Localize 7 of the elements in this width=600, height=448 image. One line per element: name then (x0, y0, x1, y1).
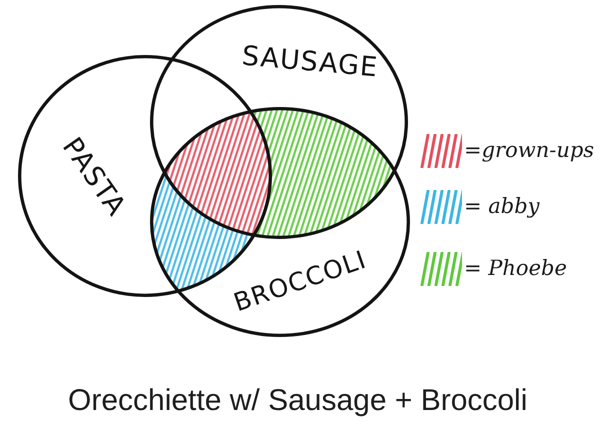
caption: Orecchiette w/ Sausage + Broccoli (68, 384, 528, 417)
legend-label: = Phoebe (464, 257, 567, 280)
circle-label: SAUSAGE (240, 42, 380, 82)
legend-label: = abby (464, 195, 540, 218)
venn-circle (150, 5, 408, 239)
legend-label: =grown-ups (464, 139, 594, 162)
venn-circle (150, 107, 410, 337)
